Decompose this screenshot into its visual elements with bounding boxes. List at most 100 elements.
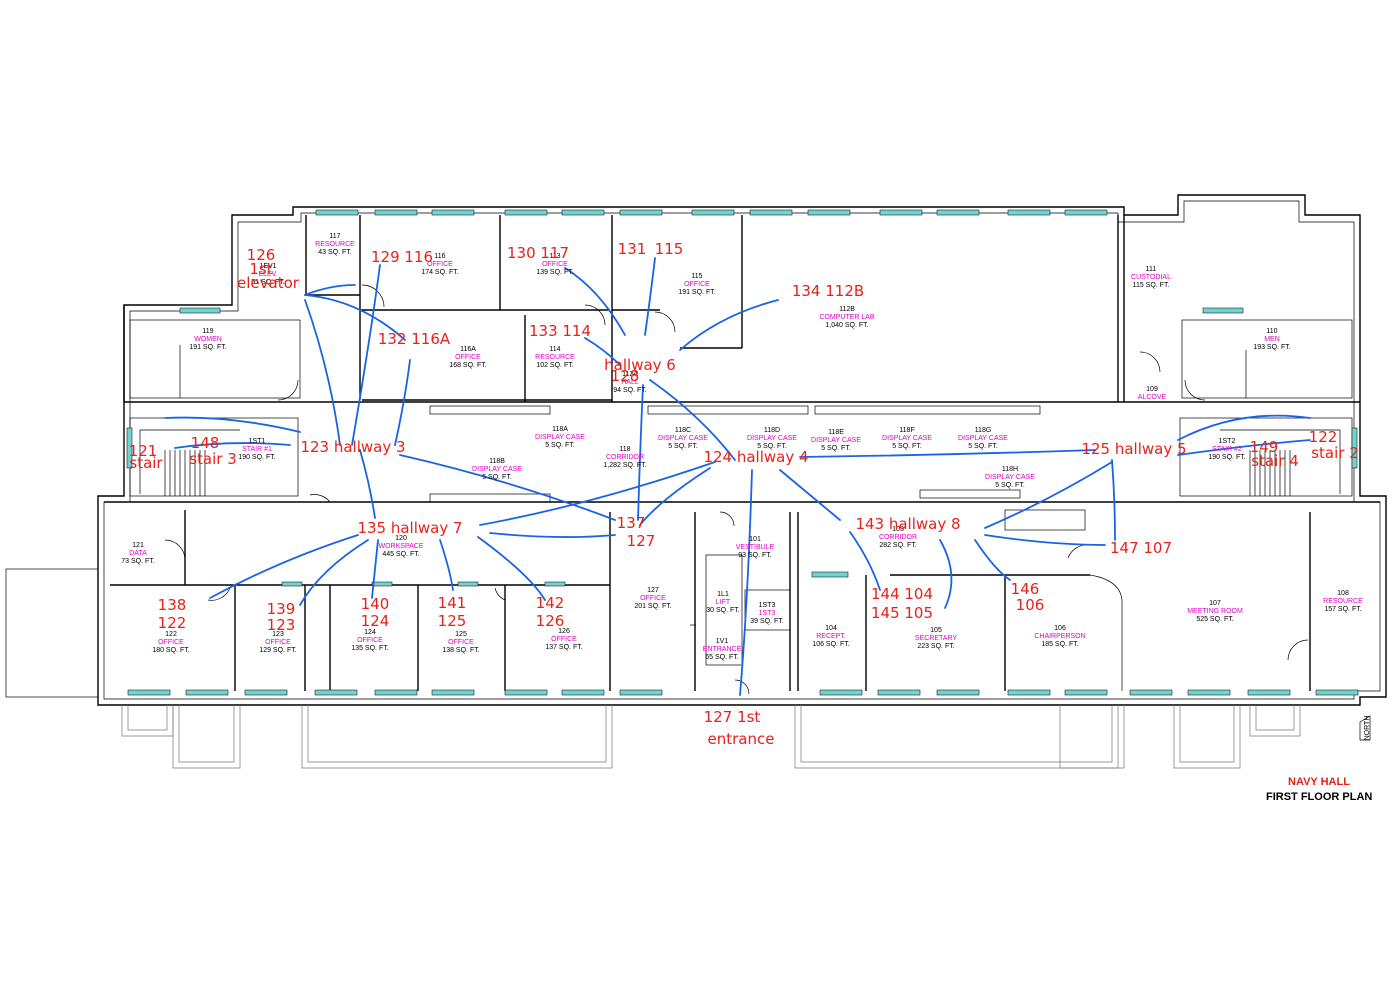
annotation: 130 117 [507, 244, 569, 262]
room-name: RESOURCE [535, 354, 575, 361]
annotation: 144 104 [871, 585, 933, 603]
room-number: 125 [455, 631, 467, 638]
annotation: 139 [267, 600, 296, 618]
room-area: 39 SQ. FT. [750, 618, 784, 625]
room-number: 111 [1146, 266, 1157, 273]
room-area: 139 SQ. FT. [536, 269, 573, 276]
room-number: 116A [460, 346, 476, 353]
room-area: 5 SQ. FT. [968, 443, 998, 450]
stair-1-treads [139, 429, 240, 496]
room-number: 1ST2 [1219, 438, 1236, 445]
room-number: 118H [1002, 466, 1018, 473]
room-number: 118C [675, 427, 691, 434]
room-area: 223 SQ. FT. [917, 643, 954, 650]
annotation: hallway 6 [604, 356, 676, 374]
room-name: OFFICE [158, 639, 184, 646]
room-name: RECEPT. [816, 633, 846, 640]
annotation: stair 3 [189, 450, 237, 468]
room-area: 93 SQ. FT. [738, 552, 772, 559]
room-name: OFFICE [455, 354, 481, 361]
annotation: 137 [617, 514, 646, 532]
room-area: 180 SQ. FT. [152, 647, 189, 654]
room-area: 157 SQ. FT. [1324, 606, 1361, 613]
annotation: 123 hallway 3 [300, 438, 405, 456]
room-number: 127 [647, 587, 659, 594]
annotation: 146 [1011, 580, 1040, 598]
annotation: 145 105 [871, 604, 933, 622]
room-name: LIFT [716, 599, 731, 606]
room-name: DISPLAY CASE [882, 435, 932, 442]
room-name: MEN [1264, 336, 1280, 343]
north-arrow: NORTH [1359, 715, 1371, 740]
annotation: 134 112B [792, 282, 864, 300]
room-name: ALCOVE [1138, 394, 1167, 401]
annotation: elevator [237, 274, 300, 292]
room-area: 135 SQ. FT. [351, 645, 388, 652]
room-name: DISPLAY CASE [658, 435, 708, 442]
room-name: CHAIRPERSON [1034, 633, 1085, 640]
room-area: 201 SQ. FT. [634, 603, 671, 610]
windows [126, 209, 1359, 696]
room-area: 5 SQ. FT. [995, 482, 1025, 489]
plan-title: FIRST FLOOR PLAN [1266, 791, 1373, 803]
annotation: stair 2 [1311, 444, 1359, 462]
room-number: 112B [839, 306, 855, 313]
room-number: 114 [549, 346, 560, 353]
room-name: ENTRANCE [703, 646, 742, 653]
room-name: WOMEN [194, 336, 222, 343]
room-area: 129 SQ. FT. [259, 647, 296, 654]
room-name: OFFICE [684, 281, 710, 288]
annotation: stair [129, 454, 163, 472]
room-area: 5 SQ. FT. [821, 445, 851, 452]
annotation: entrance [708, 730, 775, 748]
room-name: HALL [621, 379, 639, 386]
room-name: STAIR #1 [242, 446, 272, 453]
room-number: 118 [619, 446, 630, 453]
room-number: 105 [930, 627, 942, 634]
room-area: 5 SQ. FT. [482, 474, 512, 481]
annotation: stair 4 [1251, 452, 1299, 470]
annotation: 133 114 [529, 322, 591, 340]
annotation: 126 [536, 612, 565, 630]
room-area: 190 SQ. FT. [1208, 454, 1245, 461]
annotation: 135 hallway 7 [357, 519, 462, 537]
room-area: 191 SQ. FT. [678, 289, 715, 296]
exterior-walls [5, 194, 1387, 769]
room-area: 94 SQ. FT. [613, 387, 647, 394]
annotation: 106 [1016, 596, 1045, 614]
room-number: 1ST1 [249, 438, 266, 445]
room-area: 174 SQ. FT. [421, 269, 458, 276]
room-name: CORRIDOR [606, 454, 644, 461]
room-name: DISPLAY CASE [811, 437, 861, 444]
annotation: 125 hallway 5 [1081, 440, 1186, 458]
room-area: 5 SQ. FT. [757, 443, 787, 450]
room-area: 1,040 SQ. FT. [825, 322, 868, 329]
room-name: CORRIDOR [879, 534, 917, 541]
annotation: 131 [618, 240, 647, 258]
room-name: DATA [129, 550, 147, 557]
room-name: DISPLAY CASE [535, 434, 585, 441]
annotation: 127 [627, 532, 656, 550]
room-number: 124 [364, 629, 376, 636]
annotation: 121 [129, 442, 158, 460]
room-name: OFFICE [542, 261, 568, 268]
annotation: 1st [249, 260, 272, 278]
room-area: 30 SQ. FT. [706, 607, 740, 614]
